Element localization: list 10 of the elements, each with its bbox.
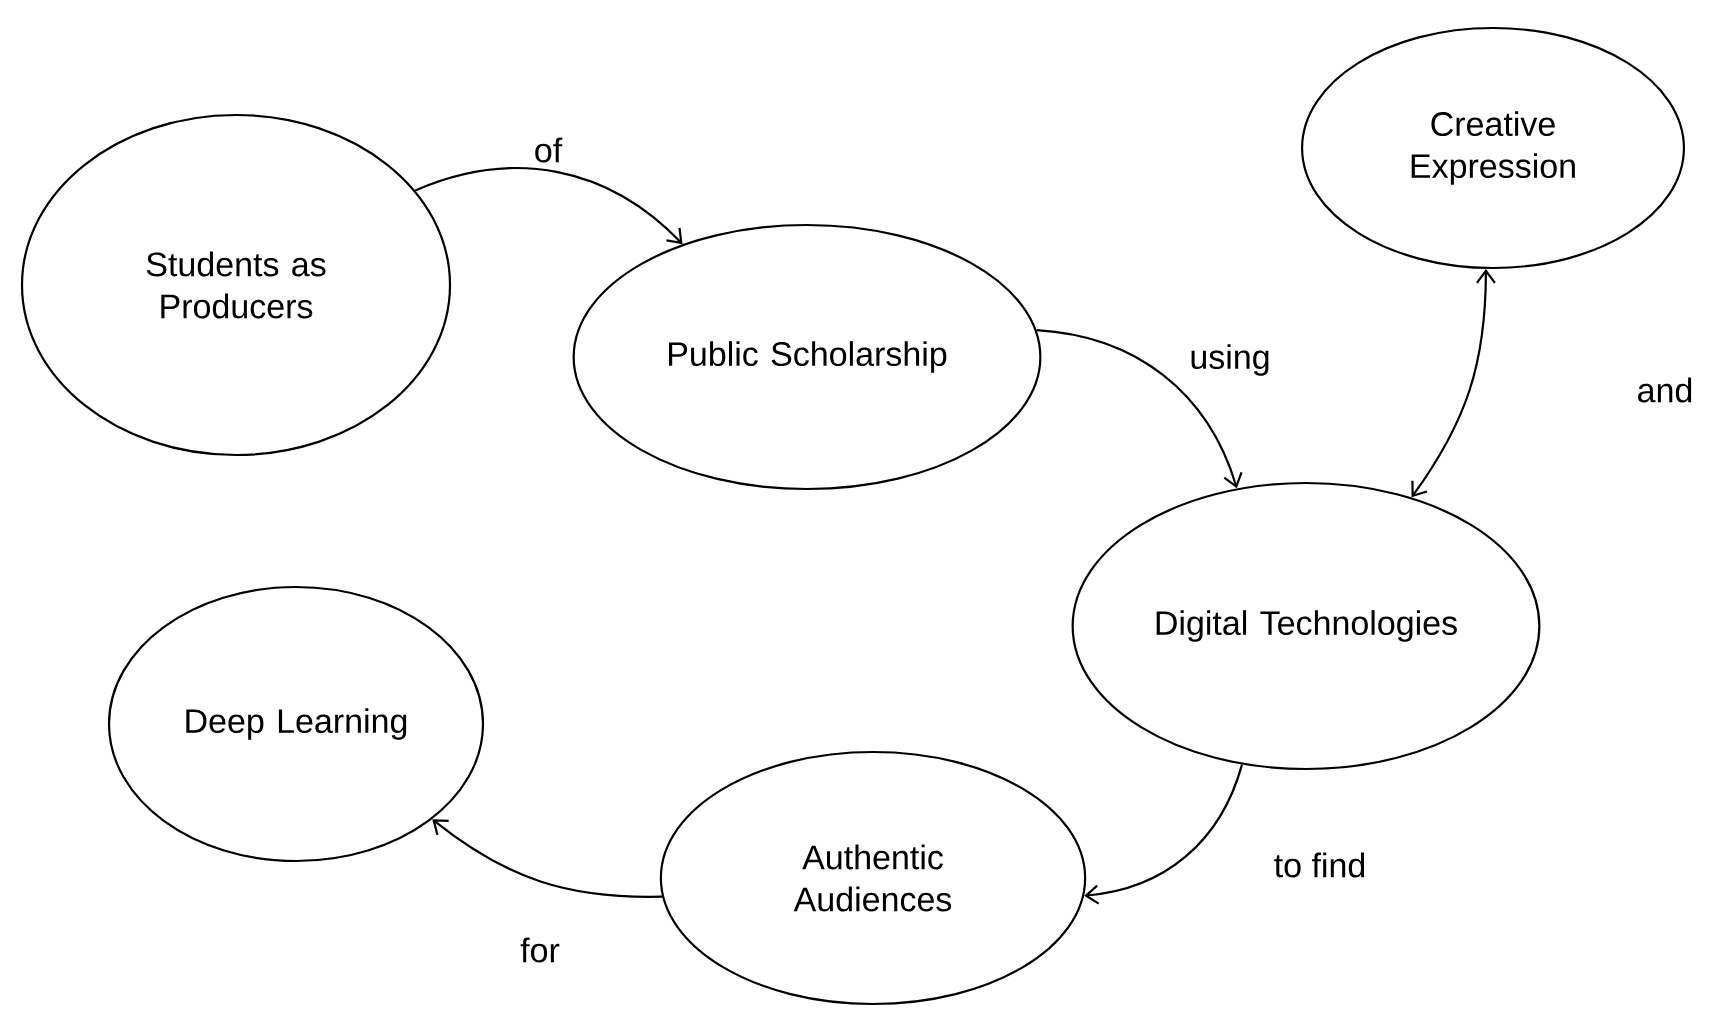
edge-label: to find — [1274, 852, 1365, 878]
edge-label: of — [535, 137, 563, 163]
arrow — [1084, 764, 1243, 905]
edge-label: and — [1638, 377, 1692, 403]
arrow — [1036, 329, 1243, 489]
edge-label: for — [520, 937, 560, 963]
arrow — [1411, 269, 1496, 498]
edge-label: using — [1191, 344, 1269, 376]
arrow — [414, 167, 683, 245]
arrow — [432, 819, 663, 898]
